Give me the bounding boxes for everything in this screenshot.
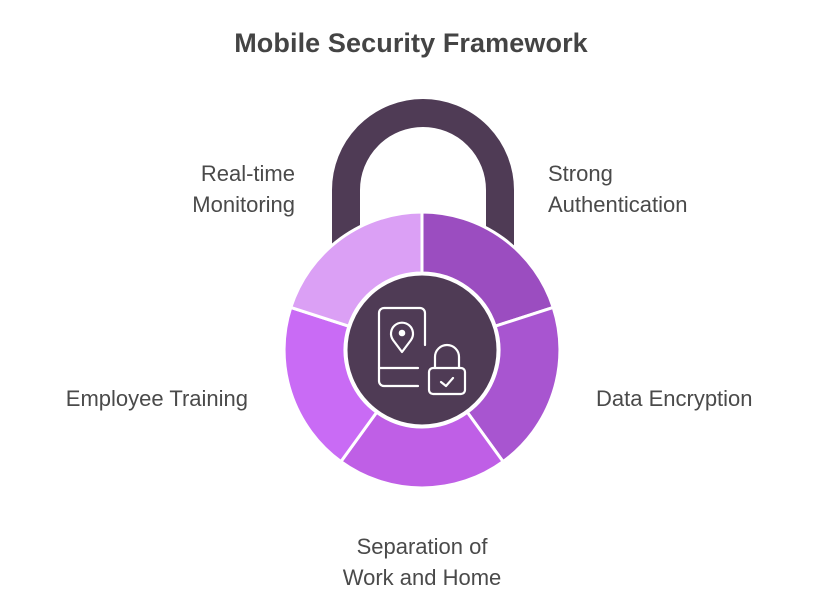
padlock-shackle bbox=[332, 99, 514, 250]
label-employee-training: Employee Training bbox=[65, 386, 248, 411]
label-separation-of-work-and-home: Separation of Work and Home bbox=[342, 534, 502, 590]
label-realtime-monitoring: Real-time Monitoring bbox=[192, 161, 295, 217]
mobile-location-lock-icon bbox=[377, 306, 467, 396]
diagram-title: Mobile Security Framework bbox=[234, 28, 588, 58]
label-strong-authentication: Strong Authentication bbox=[548, 161, 688, 217]
label-data-encryption: Data Encryption bbox=[596, 386, 753, 411]
center-circle bbox=[344, 272, 500, 428]
